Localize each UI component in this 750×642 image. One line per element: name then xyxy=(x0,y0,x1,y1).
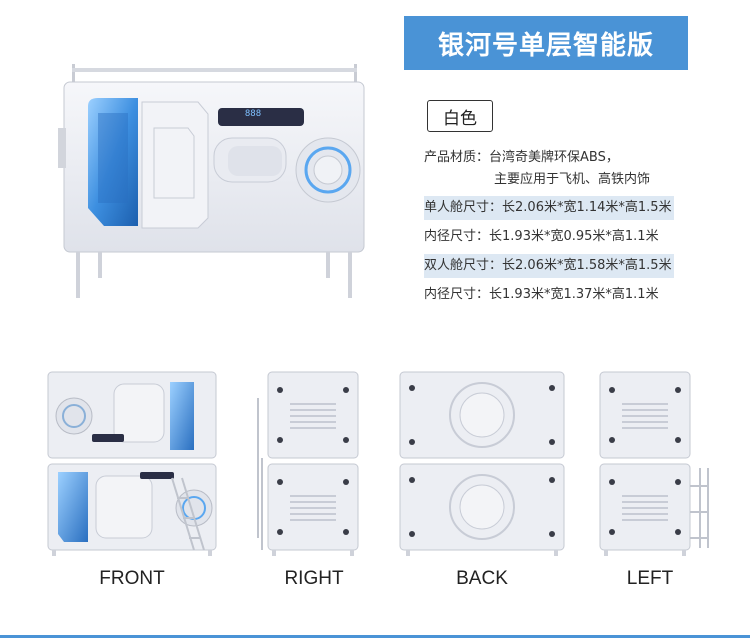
spec-double-outer-value: 长2.06米*宽1.58米*高1.5米 xyxy=(502,258,672,273)
right-view-image xyxy=(257,371,359,556)
spec-single-inner: 内径尺寸：长1.93米*宽0.95米*高1.1米 xyxy=(424,225,659,249)
spec-single-inner-label: 内径尺寸： xyxy=(424,229,490,244)
spec-double-inner-value: 长1.93米*宽1.37米*高1.1米 xyxy=(489,287,659,302)
left-view-image xyxy=(599,371,709,556)
spec-material-value: 台湾奇美牌环保ABS， xyxy=(489,150,619,165)
view-label-right: RIGHT xyxy=(284,568,344,589)
view-label-front: FRONT xyxy=(99,568,165,589)
spec-single-inner-value: 长1.93米*宽0.95米*高1.1米 xyxy=(489,229,659,244)
spec-material: 产品材质：台湾奇美牌环保ABS， xyxy=(424,146,619,170)
spec-material-value-2: 主要应用于飞机、高铁内饰 xyxy=(494,172,651,187)
spec-double-inner: 内径尺寸：长1.93米*宽1.37米*高1.1米 xyxy=(424,283,659,307)
spec-double-outer: 双人舱尺寸：长2.06米*宽1.58米*高1.5米 xyxy=(424,254,674,278)
spec-single-outer: 单人舱尺寸：长2.06米*宽1.14米*高1.5米 xyxy=(424,196,674,220)
bottom-divider xyxy=(0,635,750,638)
front-view-image xyxy=(47,371,217,556)
spec-double-inner-label: 内径尺寸： xyxy=(424,287,490,302)
page-title: 银河号单层智能版 xyxy=(404,16,688,70)
display-readout: 888 xyxy=(244,109,262,119)
back-view-image xyxy=(399,371,565,556)
view-label-back: BACK xyxy=(456,568,508,589)
main-pod-image xyxy=(58,64,365,298)
spec-material-label: 产品材质： xyxy=(424,150,490,165)
spec-double-outer-label: 双人舱尺寸： xyxy=(424,258,503,273)
spec-material-usage: 主要应用于飞机、高铁内饰 xyxy=(494,168,650,192)
spec-single-outer-label: 单人舱尺寸： xyxy=(424,200,503,215)
spec-single-outer-value: 长2.06米*宽1.14米*高1.5米 xyxy=(502,200,672,215)
color-badge: 白色 xyxy=(427,100,493,132)
view-label-left: LEFT xyxy=(626,568,674,589)
